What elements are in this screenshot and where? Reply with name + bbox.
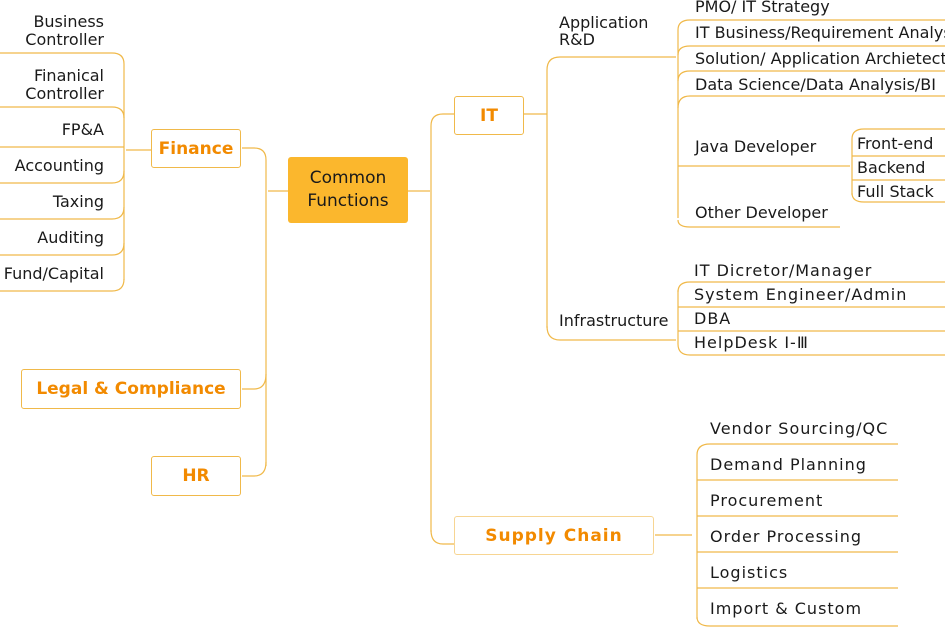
hr-node[interactable]: HR [151,456,241,496]
leaf-line-2: Controller [25,30,104,49]
finance-label: Finance [158,138,234,159]
supply-item-vendor-sourcing[interactable]: Vendor Sourcing/QC [710,419,889,438]
supply-item-procurement[interactable]: Procurement [710,491,824,510]
app-item-other-developer[interactable]: Other Developer [695,203,828,222]
root-line-2: Functions [307,191,389,211]
it-label: IT [480,105,498,126]
finance-item-auditing[interactable]: Auditing [37,228,104,247]
finance-item-business-controller[interactable]: Business Controller [0,13,104,49]
finance-item-fpa[interactable]: FP&A [61,120,104,139]
root-line-1: Common [309,168,387,188]
leaf-line-1: Finanical [33,66,104,85]
app-line-1: Application [559,13,649,32]
app-item-java-developer[interactable]: Java Developer [695,137,817,156]
supply-item-order-processing[interactable]: Order Processing [710,527,862,546]
finance-node[interactable]: Finance [151,129,241,168]
finance-item-fund-capital[interactable]: Fund/Capital [3,264,104,283]
java-item-backend[interactable]: Backend [857,158,926,177]
java-item-front-end[interactable]: Front-end [857,134,934,153]
finance-item-financial-controller[interactable]: Finanical Controller [0,67,104,103]
app-item-business-analyst[interactable]: IT Business/Requirement Analyst [695,23,945,42]
infra-item-director[interactable]: IT Dicretor/Manager [694,261,873,280]
leaf-line-1: Business [33,12,104,31]
finance-item-taxing[interactable]: Taxing [52,192,104,211]
java-item-full-stack[interactable]: Full Stack [857,182,934,201]
infra-item-helpdesk[interactable]: HelpDesk Ⅰ-Ⅲ [694,333,809,352]
supply-label: Supply Chain [485,525,623,546]
supply-chain-node[interactable]: Supply Chain [454,516,654,555]
it-infrastructure[interactable]: Infrastructure [559,311,669,330]
app-item-architect[interactable]: Solution/ Application Archietect [695,49,945,68]
app-line-2: R&D [559,30,595,49]
app-item-data-science[interactable]: Data Science/Data Analysis/BI [695,75,936,94]
leaf-line-2: Controller [25,84,104,103]
supply-item-demand-planning[interactable]: Demand Planning [710,455,867,474]
app-item-pmo[interactable]: PMO/ IT Strategy [695,0,830,16]
it-node[interactable]: IT [454,96,524,135]
supply-item-import-custom[interactable]: Import & Custom [710,599,863,618]
legal-label: Legal & Compliance [36,379,226,399]
infra-item-dba[interactable]: DBA [694,309,732,328]
finance-item-accounting[interactable]: Accounting [14,156,104,175]
infra-item-system-engineer[interactable]: System Engineer/Admin [694,285,908,304]
legal-compliance-node[interactable]: Legal & Compliance [21,369,241,409]
supply-item-logistics[interactable]: Logistics [710,563,789,582]
root-node-common-functions[interactable]: Common Functions [288,157,408,223]
it-application-rd[interactable]: Application R&D [559,14,648,48]
hr-label: HR [182,466,210,486]
